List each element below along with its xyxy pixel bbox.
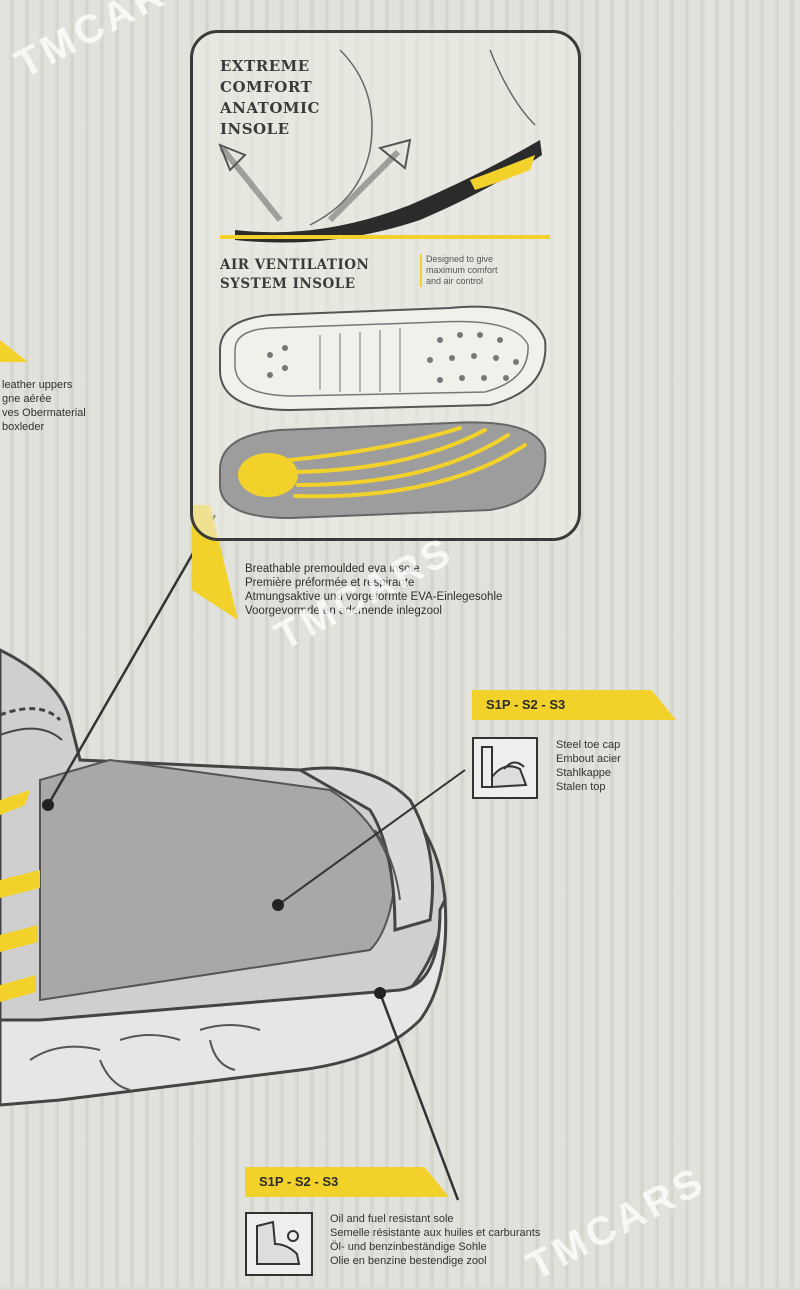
toe-cap-badge: S1P - S2 - S3 — [472, 690, 676, 720]
comfort-title: EXTREME COMFORT ANATOMIC INSOLE — [220, 56, 320, 140]
steel-toe-icon — [472, 737, 538, 799]
toe-cap-line: Steel toe cap — [556, 739, 621, 751]
sole-line: Semelle résistante aux huiles et carbura… — [330, 1227, 541, 1239]
sole-line: Oil and fuel resistant sole — [330, 1213, 454, 1225]
comfort-title-line: COMFORT — [220, 78, 313, 96]
insole-caption-line: Breathable premoulded eva insole — [245, 563, 420, 575]
sole-line: Olie en benzine bestendige zool — [330, 1255, 487, 1267]
toe-cap-text: Steel toe cap Embout acier Stahlkappe St… — [556, 738, 621, 794]
sole-badge: S1P - S2 - S3 — [245, 1167, 449, 1197]
air-note-line: and air control — [426, 276, 484, 286]
insole-caption-line: Première préformée et respirante — [245, 577, 415, 589]
insole-caption-line: Voorgevormde en ademende inlegzool — [245, 605, 442, 617]
toe-cap-line: Stahlkappe — [556, 767, 612, 779]
air-note: Designed to give maximum comfort and air… — [420, 254, 498, 287]
insole-caption: Breathable premoulded eva insole Premièr… — [245, 562, 502, 618]
comfort-title-line: EXTREME — [220, 57, 310, 75]
air-note-line: maximum comfort — [426, 265, 498, 275]
upper-text-line: gne aérée — [2, 393, 52, 405]
comfort-title-line: ANATOMIC — [220, 99, 320, 117]
comfort-title-line: INSOLE — [220, 120, 290, 138]
sole-line: Öl- und benzinbeständige Sohle — [330, 1241, 487, 1253]
air-ventilation-title: AIR VENTILATION SYSTEM INSOLE — [220, 256, 369, 294]
upper-text-line: leather uppers — [2, 379, 73, 391]
oil-resistant-sole-icon — [245, 1212, 313, 1276]
upper-material-text: leather uppers gne aérée ves Obermateria… — [2, 378, 86, 434]
air-note-line: Designed to give — [426, 254, 494, 264]
upper-text-line: ves Obermaterial — [2, 407, 86, 419]
insole-diagrams — [218, 49, 550, 520]
upper-text-line: boxleder — [2, 421, 45, 433]
air-title-line: SYSTEM INSOLE — [220, 276, 356, 292]
toe-cap-line: Stalen top — [556, 781, 606, 793]
sole-text: Oil and fuel resistant sole Semelle rési… — [330, 1212, 540, 1268]
toe-cap-line: Embout acier — [556, 753, 621, 765]
air-title-line: AIR VENTILATION — [220, 257, 370, 273]
insole-caption-line: Atmungsaktive und vorgeformte EVA-Einleg… — [245, 591, 503, 603]
